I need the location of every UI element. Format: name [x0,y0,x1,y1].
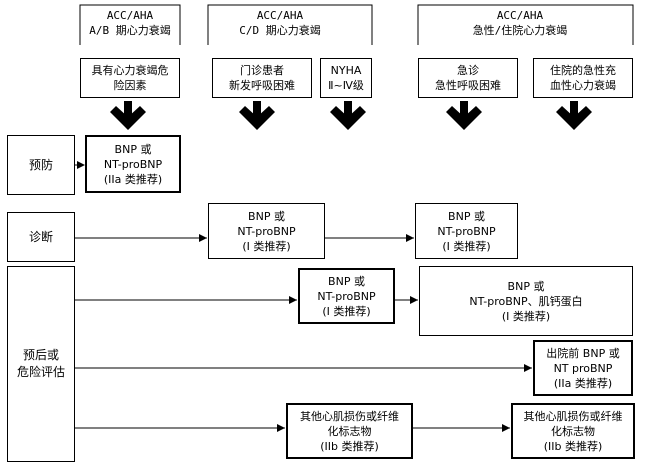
population-risk-line1: 具有心力衰竭危 [91,64,169,77]
population-nyha: NYHA Ⅱ~Ⅳ级 [320,58,372,98]
down-arrow-icon-4 [446,101,482,130]
rec-prevention-line2: NT-proBNP [103,157,163,171]
down-arrow-icon-3 [330,101,366,130]
population-nyha-line1: NYHA [330,64,362,77]
rec-diag-acute-line1: BNP 或 [448,209,485,223]
rec-other-out-line1: 其他心肌损伤或纤维 [300,409,399,423]
rec-prognosis-other-outpatient: 其他心肌损伤或纤维 化标志物 (IIb 类推荐) [286,403,413,459]
population-risk-line2: 险因素 [113,79,147,92]
rec-other-out-line2: 化标志物 [327,424,372,438]
header-ab-line2: A/B 期心力衰竭 [89,24,171,37]
population-new-dyspnea-line2: 新发呼吸困难 [229,79,295,92]
header-cd-line2: C/D 期心力衰竭 [239,24,321,37]
row-prognosis-line1: 预后或 [22,348,59,362]
rec-other-acute-line2: 化标志物 [551,424,595,438]
rec-prognosis-outpatient: BNP 或 NT-proBNP (I 类推荐) [298,268,395,324]
population-outpatient-dyspnea: 门诊患者 新发呼吸困难 [212,58,312,98]
rec-prog-acute-line2: NT-proBNP、肌钙蛋白 [469,294,583,308]
rec-diag-out-line2: NT-proBNP [237,224,296,238]
population-ed-acute-dyspnea: 急诊 急性呼吸困难 [418,58,518,98]
row-label-prevention: 预防 [7,135,75,195]
row-diagnosis-text: 诊断 [28,229,53,244]
header-ab-stage: ACC/AHA A/B 期心力衰竭 [70,8,190,38]
rec-prog-acute-line1: BNP 或 [507,279,545,293]
population-acute-dyspnea-line2: 急性呼吸困难 [435,79,501,92]
population-nyha-line2: Ⅱ~Ⅳ级 [328,79,364,92]
row-prevention-text: 预防 [28,157,53,172]
rec-other-out-line3: (IIb 类推荐) [320,439,379,453]
population-inpatient-acute-hf: 住院的急性充 血性心力衰竭 [533,58,633,98]
down-arrow-icon-5 [556,101,592,130]
rec-prog-acute-line3: (I 类推荐) [501,309,551,323]
rec-prognosis-other-acute: 其他心肌损伤或纤维 化标志物 (IIb 类推荐) [511,403,635,459]
rec-discharge-line2: NT proBNP [553,361,613,375]
header-acute-line2: 急性/住院心力衰竭 [472,24,568,37]
rec-prevention-bnp: BNP 或 NT-proBNP (IIa 类推荐) [85,135,181,193]
row-label-diagnosis: 诊断 [7,212,75,262]
rec-diag-out-line1: BNP 或 [248,209,285,223]
rec-discharge-line1: 出院前 BNP 或 [546,346,620,360]
rec-prevention-line1: BNP 或 [114,142,152,156]
rec-prog-out-line1: BNP 或 [328,274,365,288]
population-risk-factors: 具有心力衰竭危 险因素 [80,58,180,98]
population-acute-hf-line2: 血性心力衰竭 [550,79,616,92]
rec-diag-acute-line2: NT-proBNP [437,224,496,238]
header-ab-line1: ACC/AHA [106,9,154,22]
rec-prog-out-line2: NT-proBNP [317,289,376,303]
population-acute-dyspnea-line1: 急诊 [457,64,479,77]
rec-other-acute-line1: 其他心肌损伤或纤维 [523,409,623,423]
down-arrow-icon-2 [239,101,275,130]
rec-discharge-line3: (IIa 类推荐) [553,376,613,390]
header-acute-line1: ACC/AHA [496,9,544,22]
rec-diagnosis-acute: BNP 或 NT-proBNP (I 类推荐) [415,203,518,259]
header-acute-stage: ACC/AHA 急性/住院心力衰竭 [410,8,630,38]
header-cd-stage: ACC/AHA C/D 期心力衰竭 [200,8,360,38]
rec-prevention-line3: (IIa 类推荐) [103,172,163,186]
row-label-prognosis: 预后或 危险评估 [7,266,75,462]
header-cd-line1: ACC/AHA [256,9,304,22]
population-acute-hf-line1: 住院的急性充 [550,64,616,77]
rec-diagnosis-outpatient: BNP 或 NT-proBNP (I 类推荐) [208,203,325,259]
rec-prognosis-discharge: 出院前 BNP 或 NT proBNP (IIa 类推荐) [533,340,633,396]
row-prognosis-line2: 危险评估 [16,365,65,379]
rec-prog-out-line3: (I 类推荐) [322,304,371,318]
rec-prognosis-acute: BNP 或 NT-proBNP、肌钙蛋白 (I 类推荐) [419,266,633,336]
population-new-dyspnea-line1: 门诊患者 [240,64,284,77]
rec-diag-out-line3: (I 类推荐) [242,239,291,253]
rec-diag-acute-line3: (I 类推荐) [442,239,491,253]
rec-other-acute-line3: (IIb 类推荐) [543,439,603,453]
down-arrow-icon-1 [110,101,146,130]
